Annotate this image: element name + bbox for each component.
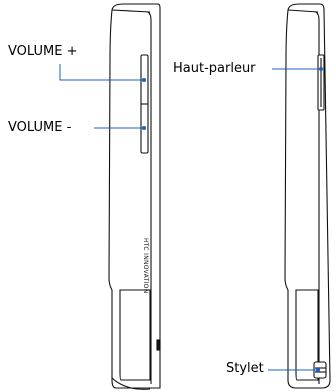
right-device-inner-edge xyxy=(315,11,320,384)
left-device-body-outline xyxy=(108,3,161,389)
left-device-top-cap xyxy=(111,9,151,13)
stylus-label: Stylet xyxy=(226,361,264,376)
callout-lines xyxy=(59,64,323,372)
left-device-side-view xyxy=(108,3,161,390)
callout-line-volume-up xyxy=(59,64,146,82)
brand-engraving-text: HTC INNOVATION xyxy=(142,238,149,294)
left-device-battery-cover xyxy=(119,289,151,381)
right-device-top-cap xyxy=(287,9,319,13)
volume-down-label: VOLUME - xyxy=(8,120,72,135)
left-device-port xyxy=(156,339,161,351)
right-device-side-view xyxy=(284,3,331,389)
volume-up-label: VOLUME + xyxy=(8,44,78,59)
speaker-label: Haut-parleur xyxy=(173,61,256,76)
right-device-body-outline xyxy=(284,3,331,389)
right-device-battery-cover xyxy=(295,289,319,381)
left-device-bottom-curve xyxy=(111,377,151,390)
